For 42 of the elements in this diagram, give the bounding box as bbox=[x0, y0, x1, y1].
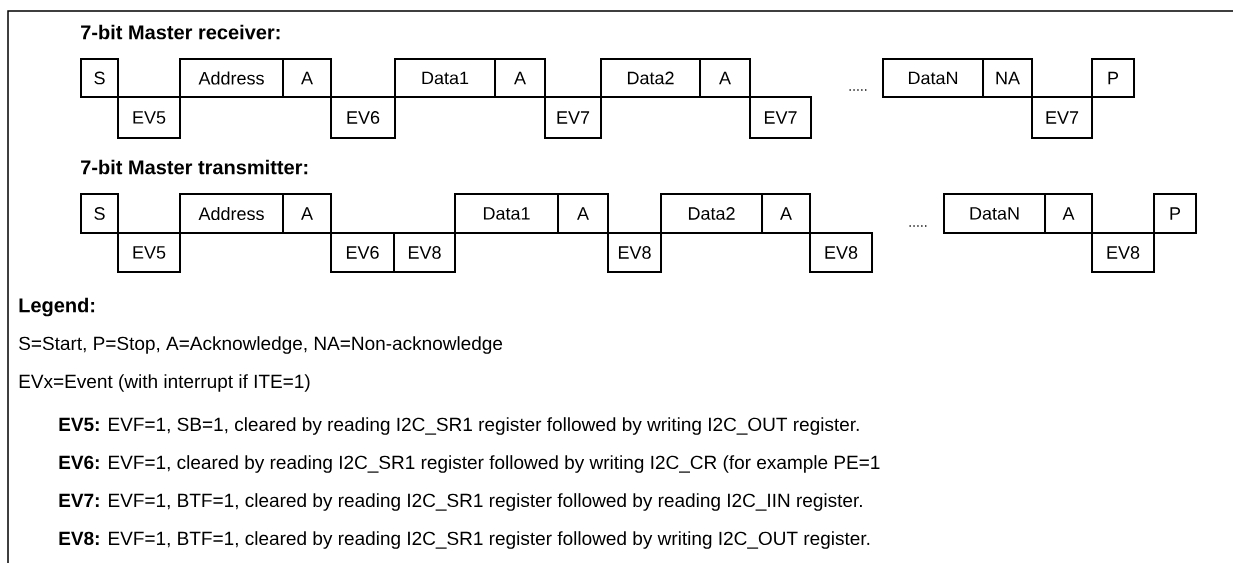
frame-box: A bbox=[282, 58, 332, 98]
frame-box: A bbox=[494, 58, 546, 98]
frame-box: S bbox=[80, 193, 119, 234]
event-box: EV7 bbox=[749, 96, 812, 139]
legend-text: S=Start, P=Stop, A=Acknowledge, NA=Non-acknowledge bbox=[19, 336, 503, 354]
frame-box: NA bbox=[982, 58, 1033, 98]
heading: Legend: bbox=[19, 297, 95, 317]
frame-box: A bbox=[699, 58, 751, 98]
event-box: EV8 bbox=[809, 232, 873, 273]
heading: 7-bit Master receiver: bbox=[81, 24, 280, 40]
frame-box: P bbox=[1153, 193, 1197, 234]
frame-box: Data1 bbox=[394, 58, 496, 98]
frame-box: Address bbox=[179, 193, 284, 234]
frame-box: Data1 bbox=[454, 193, 559, 234]
frame-box: Data2 bbox=[600, 58, 701, 98]
event-box: EV8 bbox=[607, 232, 662, 273]
frame-box: A bbox=[282, 193, 332, 234]
frame-box: A bbox=[1044, 193, 1093, 234]
frame-box: A bbox=[761, 193, 811, 234]
heading: 7-bit Master transmitter: bbox=[81, 159, 308, 175]
frame-box: DataN bbox=[882, 58, 984, 98]
frame-box: S bbox=[80, 58, 119, 98]
event-box: EV7 bbox=[1031, 96, 1093, 139]
frame-box: A bbox=[557, 193, 609, 234]
frame-box: Data2 bbox=[660, 193, 763, 234]
frame-box: P bbox=[1091, 58, 1135, 98]
legend-text: EV8: EVF=1, BTF=1, cleared by reading I2C_SR1 register followed by writing I2C_OUT register. bbox=[59, 531, 870, 549]
event-box: EV7 bbox=[544, 96, 602, 139]
event-box: EV5 bbox=[117, 96, 181, 139]
legend-text: EVx=Event (with interrupt if ITE=1) bbox=[19, 374, 310, 392]
legend-text: EV6: EVF=1, cleared by reading I2C_SR1 register followed by writing I2C_CR (for example PE=1 bbox=[59, 455, 880, 473]
frame-box: Address bbox=[179, 58, 284, 98]
ellipsis: ..... bbox=[849, 89, 867, 91]
event-box: EV8 bbox=[1091, 232, 1155, 273]
event-box: EV6 bbox=[330, 232, 395, 273]
legend-text: EV5: EVF=1, SB=1, cleared by reading I2C_SR1 register followed by writing I2C_OUT register. bbox=[59, 417, 859, 435]
frame-box: DataN bbox=[943, 193, 1046, 234]
legend-text: EV7: EVF=1, BTF=1, cleared by reading I2C_SR1 register followed by reading I2C_IIN register. bbox=[59, 493, 862, 511]
event-box: EV8 bbox=[393, 232, 456, 273]
event-box: EV5 bbox=[117, 232, 181, 273]
event-box: EV6 bbox=[330, 96, 396, 139]
ellipsis: ..... bbox=[909, 225, 927, 227]
